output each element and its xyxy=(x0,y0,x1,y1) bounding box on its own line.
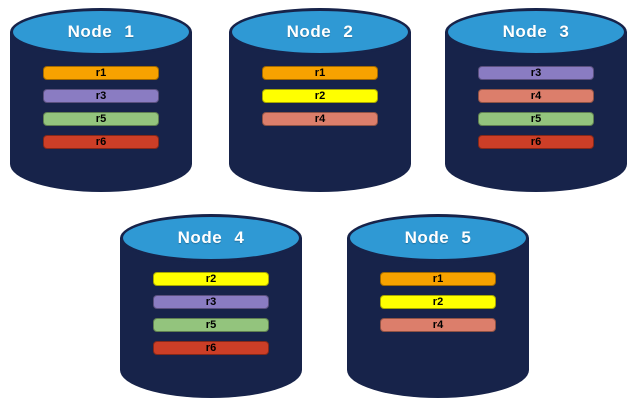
database-node-cylinder: Node 1 r1 r3 r5 r6 xyxy=(10,8,192,192)
replica-bar-r3: r3 xyxy=(43,89,159,103)
replica-bar-r1: r1 xyxy=(262,66,378,80)
node-title: Node 1 xyxy=(67,22,135,41)
replica-bar-r2: r2 xyxy=(262,89,378,103)
replica-bars: r1 r2 r4 xyxy=(262,66,378,126)
replica-bar-r1: r1 xyxy=(380,272,496,286)
database-node-cylinder: Node 4 r2 r3 r5 r6 xyxy=(120,214,302,398)
node-title: Node 2 xyxy=(286,22,354,41)
replica-bar-r6: r6 xyxy=(478,135,594,149)
replica-bar-r1: r1 xyxy=(43,66,159,80)
node-title: Node 5 xyxy=(404,228,472,247)
cylinder-top-ellipse: Node 5 xyxy=(347,214,529,262)
database-node-cylinder: Node 2 r1 r2 r4 xyxy=(229,8,411,192)
cylinder-top-ellipse: Node 3 xyxy=(445,8,627,56)
replica-bar-r3: r3 xyxy=(478,66,594,80)
replica-bar-r5: r5 xyxy=(153,318,269,332)
cylinder-top-ellipse: Node 2 xyxy=(229,8,411,56)
replica-bar-r5: r5 xyxy=(478,112,594,126)
node-title: Node 4 xyxy=(177,228,245,247)
replica-bar-r6: r6 xyxy=(43,135,159,149)
database-node-cylinder: Node 3 r3 r4 r5 r6 xyxy=(445,8,627,192)
replica-bar-r4: r4 xyxy=(380,318,496,332)
cylinder-top-ellipse: Node 1 xyxy=(10,8,192,56)
replica-bars: r2 r3 r5 r6 xyxy=(153,272,269,355)
replica-bars: r1 r2 r4 xyxy=(380,272,496,332)
replica-bars: r1 r3 r5 r6 xyxy=(43,66,159,149)
replica-bar-r4: r4 xyxy=(262,112,378,126)
replica-bar-r3: r3 xyxy=(153,295,269,309)
replica-bar-r4: r4 xyxy=(478,89,594,103)
node-title: Node 3 xyxy=(502,22,570,41)
replica-bar-r2: r2 xyxy=(153,272,269,286)
replica-bar-r2: r2 xyxy=(380,295,496,309)
replica-bars: r3 r4 r5 r6 xyxy=(478,66,594,149)
cylinder-top-ellipse: Node 4 xyxy=(120,214,302,262)
replica-bar-r6: r6 xyxy=(153,341,269,355)
replica-bar-r5: r5 xyxy=(43,112,159,126)
database-node-cylinder: Node 5 r1 r2 r4 xyxy=(347,214,529,398)
